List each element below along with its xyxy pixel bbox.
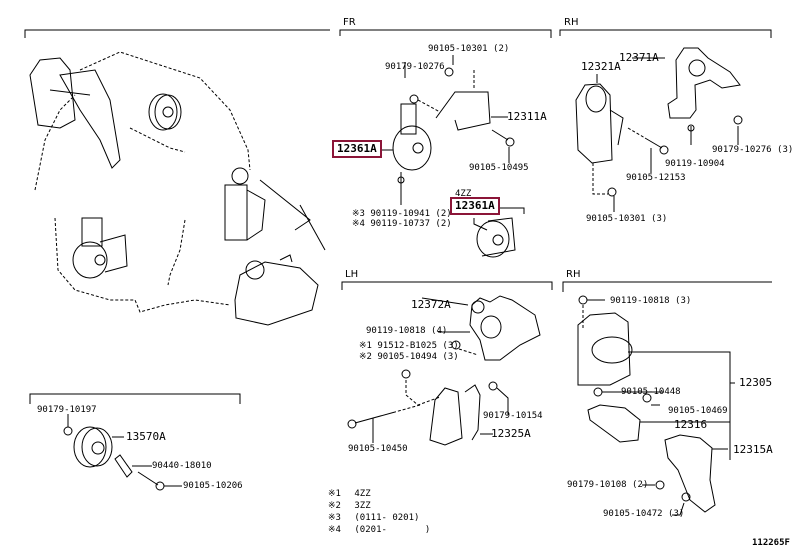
part-label[interactable]: 90179-10197	[37, 405, 97, 415]
frame-pulley	[29, 393, 241, 404]
part-label[interactable]: ※1 91512-B1025 (3)	[359, 341, 459, 351]
lh-drawing	[347, 295, 541, 446]
frame-engine	[24, 29, 330, 38]
engine-mount-left	[72, 217, 128, 279]
part-label[interactable]: 13570A	[126, 430, 166, 443]
engine-bracket-top	[29, 57, 121, 169]
note-row: ※1 4ZZ	[328, 489, 371, 499]
part-label[interactable]: 12321A	[581, 60, 621, 73]
part-label[interactable]: 90105-10472 (3)	[603, 509, 685, 519]
frame-rh-top	[559, 29, 772, 38]
fr-mount-drawing	[392, 67, 516, 258]
note-mark: ※3	[328, 513, 341, 523]
engine-outline	[34, 51, 326, 313]
part-label[interactable]: 90119-10818 (3)	[610, 296, 692, 306]
engine-mount-right-bottom	[234, 254, 319, 326]
part-label[interactable]: 12325A	[491, 427, 531, 440]
note-row: ※3 (0111- 0201)	[328, 513, 419, 523]
note-mark: ※2	[328, 501, 341, 511]
fr-leader-lines	[374, 55, 525, 231]
frame-rh-bottom	[562, 281, 772, 292]
engine-pulley	[148, 93, 182, 131]
part-label[interactable]: 12311A	[507, 110, 547, 123]
part-label[interactable]: 90105-10450	[348, 444, 408, 454]
highlighted-part-label[interactable]: 12361A	[450, 197, 500, 215]
part-label[interactable]: 90179-10276 (3)	[712, 145, 794, 155]
part-label[interactable]: 90105-12153	[626, 173, 686, 183]
rh-top-drawing	[575, 47, 743, 212]
note-text: (0201- )	[354, 525, 431, 535]
part-label[interactable]: 90105-10448	[621, 387, 681, 397]
part-label[interactable]: 90105-10469	[668, 406, 728, 416]
part-label[interactable]: 90105-10206	[183, 481, 243, 491]
section-title-fr: FR	[343, 17, 356, 28]
note-mark: ※1	[328, 489, 341, 499]
part-label[interactable]: 90105-10301 (2)	[428, 44, 510, 54]
part-label[interactable]: 90105-10495	[469, 163, 529, 173]
part-label[interactable]: ※4 90119-10737 (2)	[352, 219, 452, 229]
part-label[interactable]: 12371A	[619, 51, 659, 64]
variant-tag: 4ZZ	[455, 189, 472, 199]
part-label[interactable]: 90119-10904	[665, 159, 725, 169]
rh-bottom-drawing	[577, 295, 735, 516]
part-label[interactable]: 90179-10276	[385, 62, 445, 72]
frame-fr	[339, 29, 552, 38]
frame-lh	[341, 281, 553, 290]
engine-mount-right-top	[224, 167, 311, 241]
highlighted-part-label[interactable]: 12361A	[332, 140, 382, 158]
part-label[interactable]: 90440-18010	[152, 461, 212, 471]
part-label[interactable]: 12315A	[733, 443, 773, 456]
part-label[interactable]: 12316	[674, 418, 708, 431]
note-text: 3ZZ	[354, 501, 371, 511]
part-label[interactable]: 90105-10301 (3)	[586, 214, 668, 224]
note-text: (0111- 0201)	[354, 513, 420, 523]
note-row: ※2 3ZZ	[328, 501, 371, 511]
part-label[interactable]: ※3 90119-10941 (2)	[352, 209, 452, 219]
section-title-rh-top: RH	[564, 17, 579, 28]
part-label[interactable]: 90179-10154	[483, 411, 543, 421]
part-label[interactable]: 90179-10108 (2)	[567, 480, 649, 490]
part-label[interactable]: 90119-10818 (4)	[366, 326, 448, 336]
section-title-lh: LH	[345, 269, 359, 280]
part-label[interactable]: 12372A	[411, 298, 451, 311]
note-row: ※4 (0201- )	[328, 525, 430, 535]
diagram-id: 112265F	[752, 538, 790, 548]
note-mark: ※4	[328, 525, 341, 535]
part-label[interactable]: 12305	[739, 376, 773, 389]
note-text: 4ZZ	[354, 489, 371, 499]
section-title-rh-bottom: RH	[566, 269, 581, 280]
pulley-drawing	[63, 414, 182, 491]
part-label[interactable]: ※2 90105-10494 (3)	[359, 352, 459, 362]
